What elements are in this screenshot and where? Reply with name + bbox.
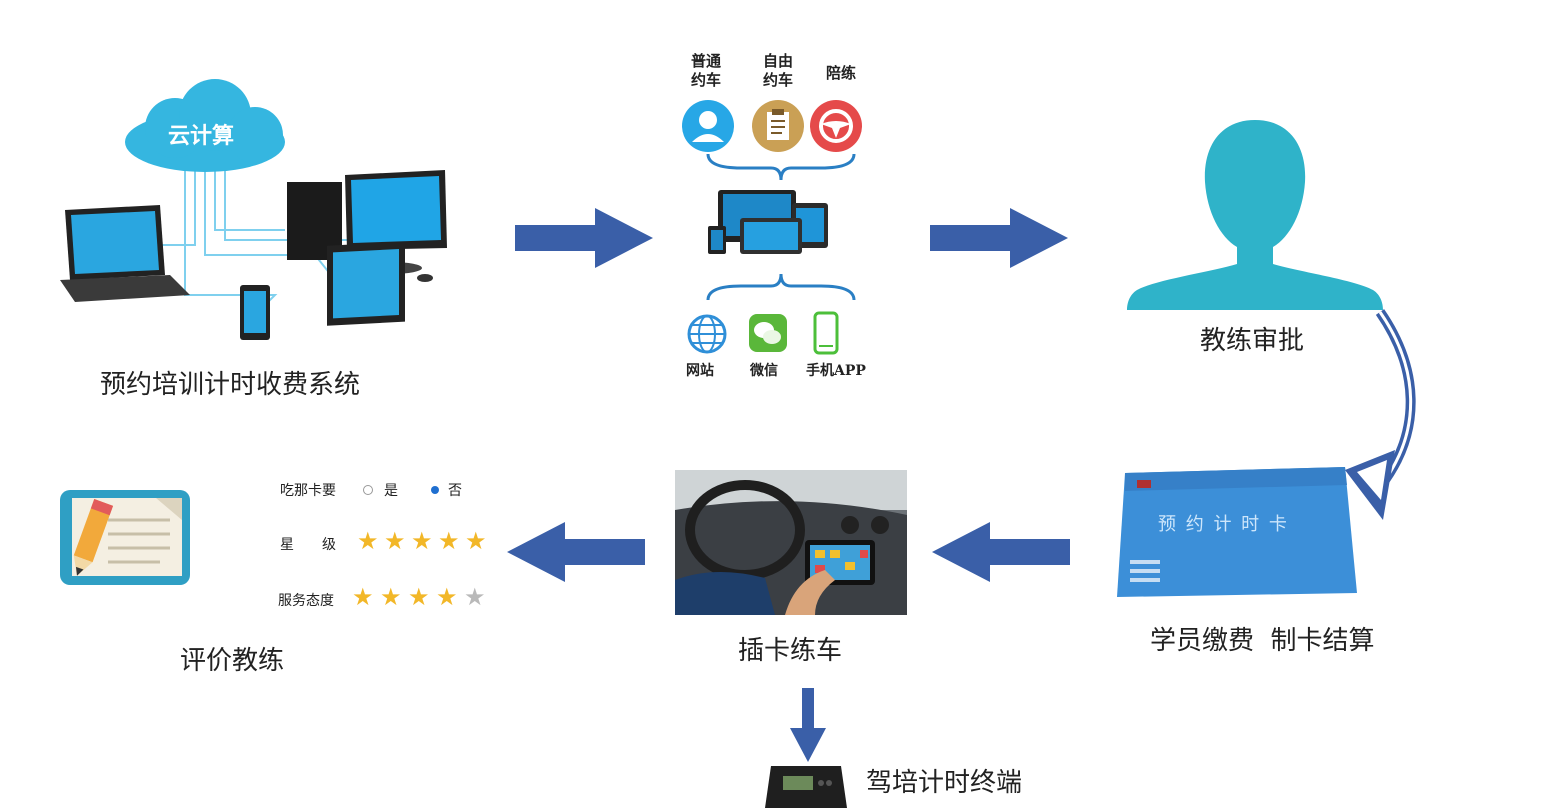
curved-arrow-icon bbox=[1345, 309, 1416, 520]
steering-wheel-circle-icon bbox=[810, 100, 862, 152]
arrow-right-icon bbox=[930, 208, 1068, 268]
system-illustration: 云计算 bbox=[55, 79, 455, 345]
arrow-right-icon bbox=[515, 208, 653, 268]
clipboard-circle-icon bbox=[752, 100, 804, 152]
booking-type-sparring-label: 陪练 bbox=[825, 64, 856, 82]
rating-stars[interactable]: ★★★★★ bbox=[357, 529, 497, 555]
booking-type-normal-label: 普通 约车 bbox=[690, 52, 721, 89]
practice-caption: 插卡练车 bbox=[738, 636, 843, 666]
arrow-left-icon bbox=[507, 522, 645, 582]
rating-label: 星 级 bbox=[280, 537, 336, 553]
timing-card-icon bbox=[1117, 467, 1357, 597]
tablet-icon bbox=[327, 241, 405, 326]
option-yes-radio[interactable] bbox=[363, 485, 373, 495]
star-filled-icon[interactable]: ★ bbox=[357, 527, 379, 555]
question-label: 吃那卡要 bbox=[280, 483, 336, 499]
cloud-label: 云计算 bbox=[168, 124, 235, 149]
brace-top-icon bbox=[706, 153, 856, 181]
phone-icon bbox=[240, 285, 270, 340]
card-text: 预 约 计 时 卡 bbox=[1158, 514, 1289, 535]
car-dashboard-photo bbox=[675, 470, 907, 615]
star-filled-icon[interactable]: ★ bbox=[438, 527, 460, 555]
cloud-icon bbox=[60, 79, 447, 340]
person-circle-icon bbox=[682, 100, 734, 152]
brace-bottom-icon bbox=[706, 273, 856, 301]
devices-icon bbox=[708, 190, 828, 254]
timing-terminal-icon bbox=[765, 766, 847, 808]
document-pencil-icon bbox=[60, 490, 190, 585]
star-empty-icon[interactable]: ★ bbox=[464, 583, 486, 611]
arrow-down-icon bbox=[790, 688, 826, 762]
option-no-label: 否 bbox=[448, 483, 462, 499]
evaluation-caption: 评价教练 bbox=[180, 646, 285, 676]
channel-wechat-label: 微信 bbox=[750, 363, 778, 379]
wechat-icon bbox=[749, 314, 787, 352]
channel-website-label: 网站 bbox=[686, 363, 714, 379]
globe-icon bbox=[687, 314, 727, 354]
star-filled-icon[interactable]: ★ bbox=[380, 583, 402, 611]
mobile-phone-icon bbox=[813, 311, 839, 355]
star-filled-icon[interactable]: ★ bbox=[384, 527, 406, 555]
attitude-label: 服务态度 bbox=[278, 593, 334, 609]
option-yes-label: 是 bbox=[384, 483, 398, 499]
terminal-caption: 驾培计时终端 bbox=[866, 768, 1023, 798]
card-caption: 学员缴费 制卡结算 bbox=[1150, 626, 1375, 656]
laptop-icon bbox=[60, 205, 190, 302]
star-filled-icon[interactable]: ★ bbox=[408, 583, 430, 611]
star-filled-icon[interactable]: ★ bbox=[465, 527, 487, 555]
channel-app-label: 手机APP bbox=[806, 363, 866, 379]
coach-silhouette-icon bbox=[1127, 120, 1383, 310]
coach-caption: 教练审批 bbox=[1200, 326, 1305, 356]
star-filled-icon[interactable]: ★ bbox=[436, 583, 458, 611]
option-no-radio[interactable] bbox=[431, 486, 439, 494]
arrow-left-icon bbox=[932, 522, 1070, 582]
star-filled-icon[interactable]: ★ bbox=[411, 527, 433, 555]
booking-type-free-label: 自由 约车 bbox=[762, 52, 793, 89]
attitude-stars[interactable]: ★★★★★ bbox=[352, 585, 492, 611]
star-filled-icon[interactable]: ★ bbox=[352, 583, 374, 611]
system-caption: 预约培训计时收费系统 bbox=[100, 370, 361, 400]
